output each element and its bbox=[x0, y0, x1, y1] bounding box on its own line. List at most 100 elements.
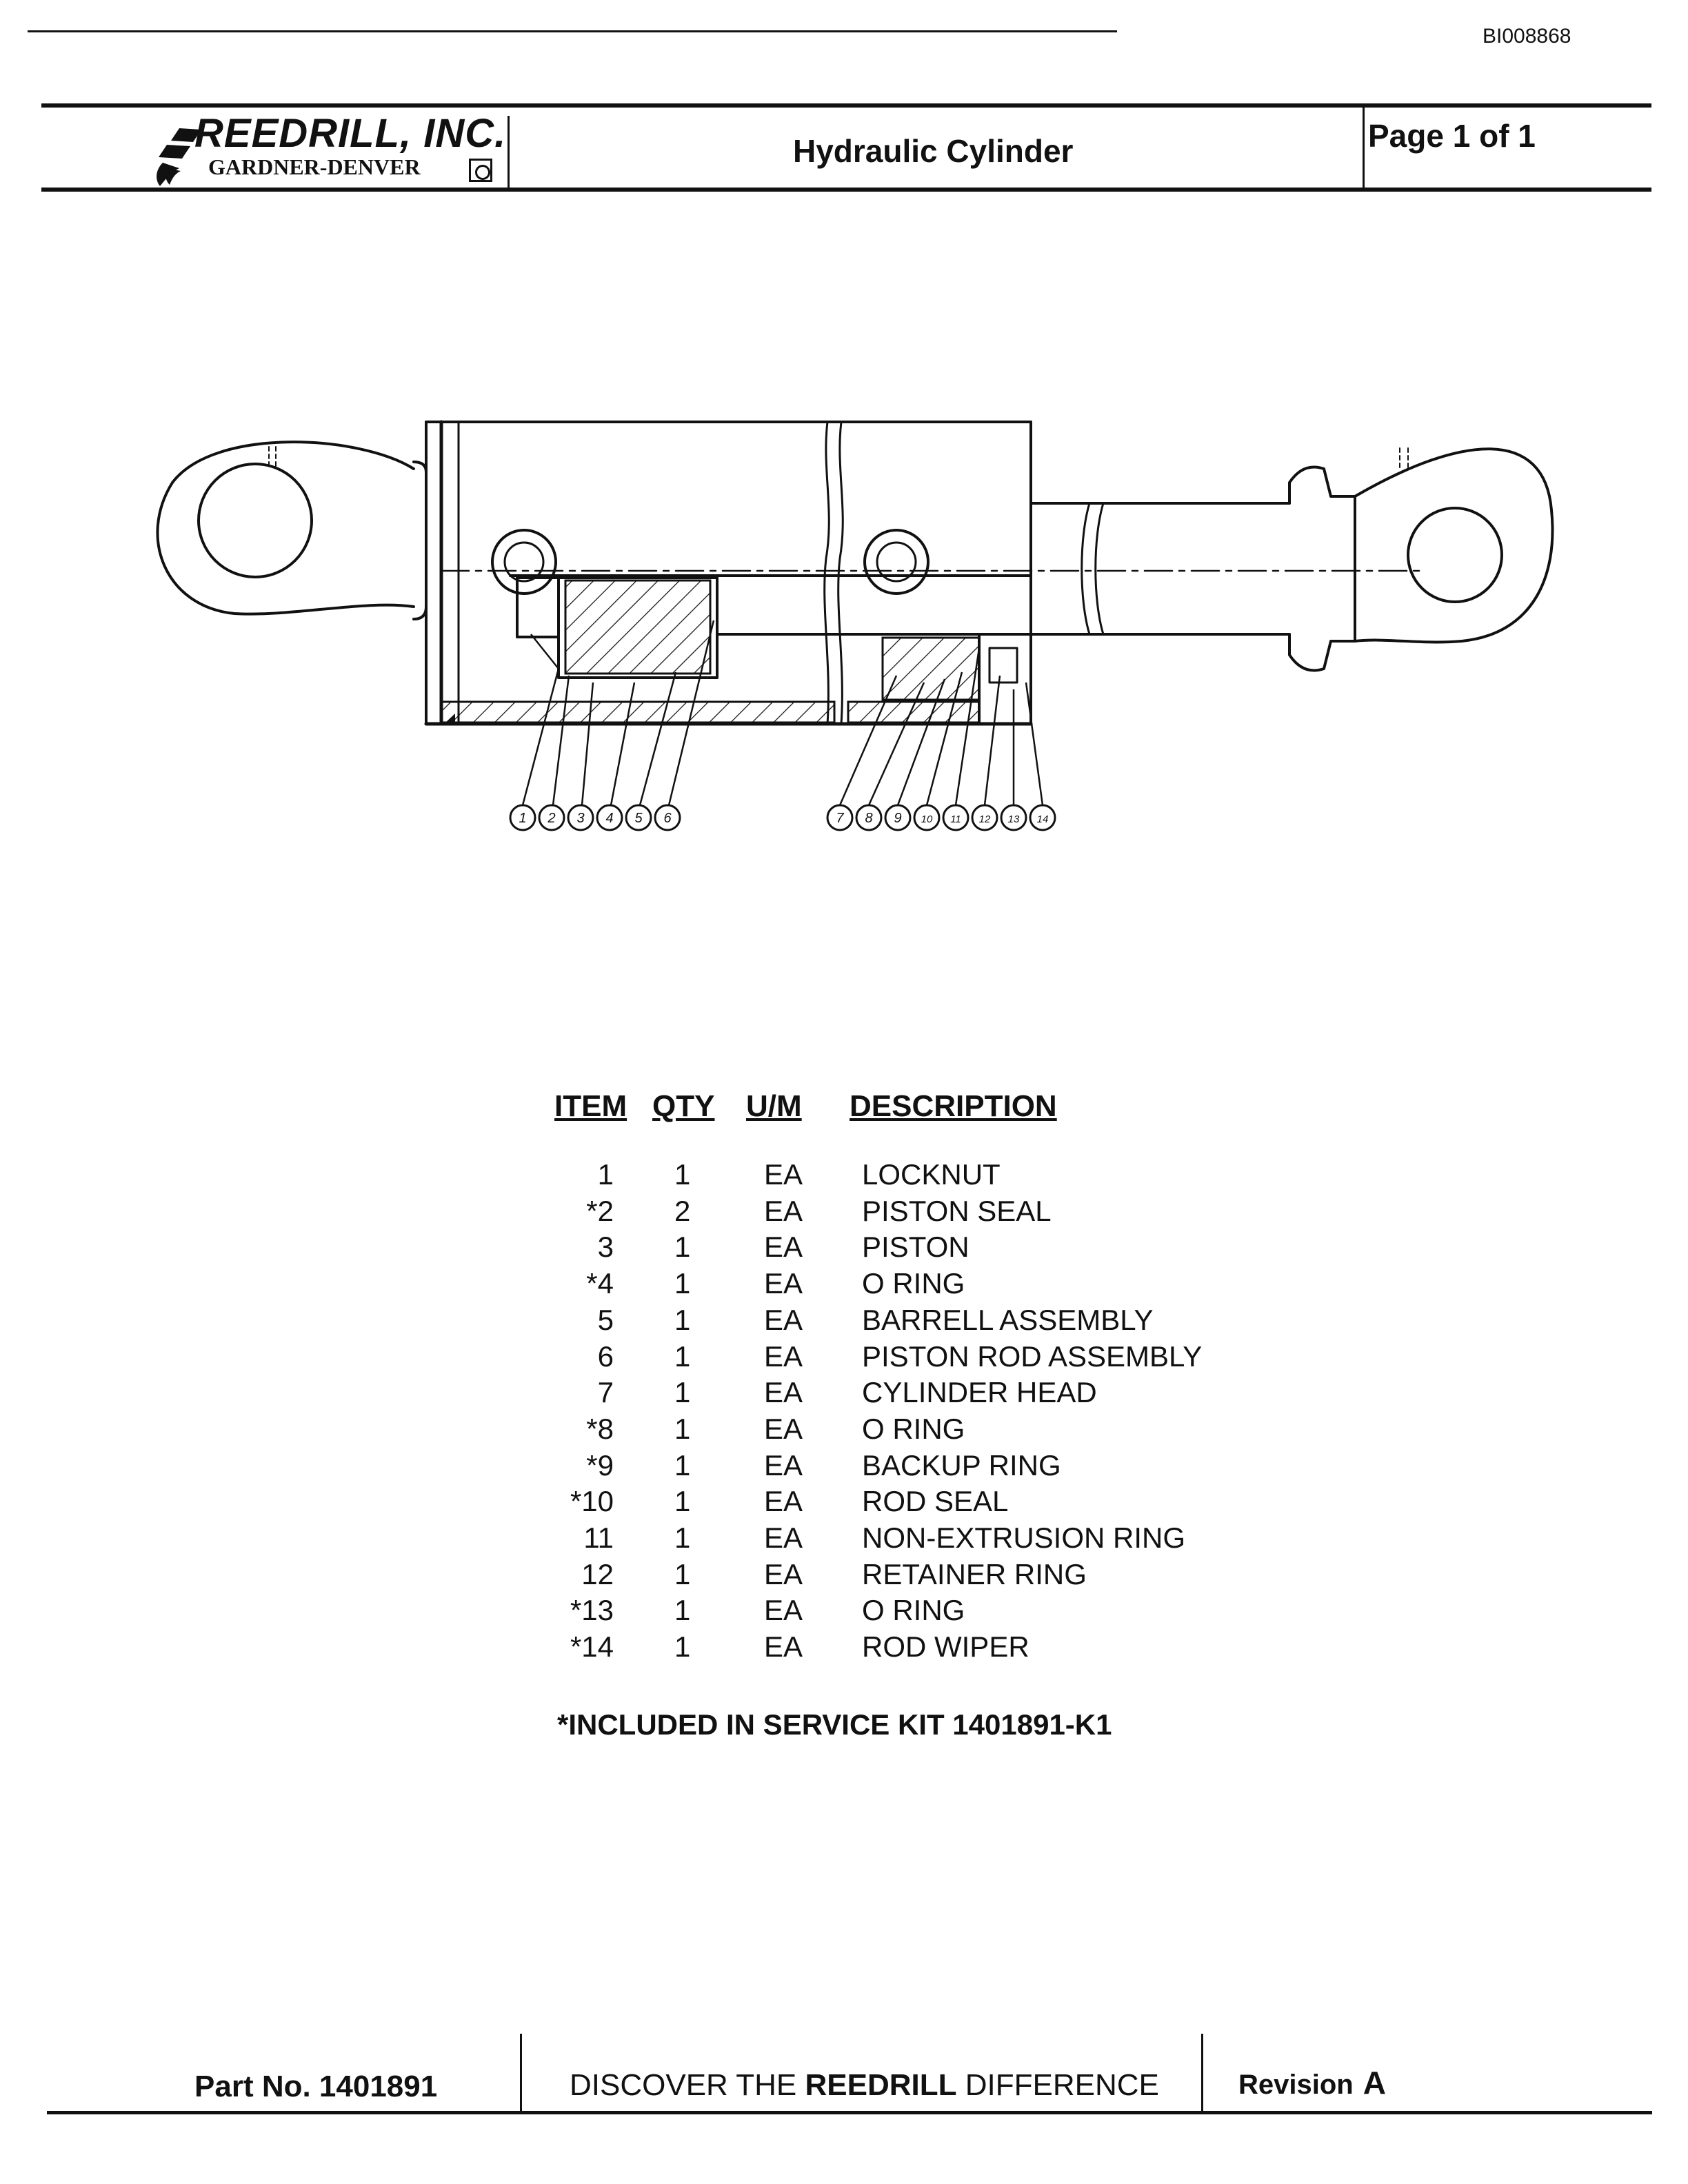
table-row: *4 1 EA O RING bbox=[552, 1267, 1310, 1303]
callout-balloon bbox=[884, 804, 912, 831]
callout-13: 13 bbox=[1000, 804, 1027, 831]
cell-um: EA bbox=[764, 1303, 803, 1336]
tagline-brand: REEDRILL bbox=[805, 2068, 957, 2102]
callout-balloon bbox=[1029, 804, 1056, 831]
document-title: Hydraulic Cylinder bbox=[793, 133, 1074, 169]
callout-label: 10 bbox=[921, 813, 933, 825]
column-header-qty: QTY bbox=[652, 1089, 715, 1123]
cell-qty: 1 bbox=[674, 1485, 691, 1518]
top-rule bbox=[28, 30, 1117, 32]
table-row: *8 1 EA O RING bbox=[552, 1413, 1310, 1448]
footer: Part No. 1401891 DISCOVER THE REEDRILL D… bbox=[47, 2034, 1652, 2123]
revision-label: Revision bbox=[1238, 2070, 1354, 2100]
cell-qty: 1 bbox=[674, 1267, 691, 1300]
column-header-description: DESCRIPTION bbox=[850, 1089, 1057, 1123]
callout-7: 7 bbox=[826, 804, 854, 831]
cell-item: 12 bbox=[581, 1557, 614, 1590]
cell-um: EA bbox=[764, 1231, 803, 1264]
cell-item: *9 bbox=[586, 1448, 614, 1482]
table-row: *10 1 EA ROD SEAL bbox=[552, 1485, 1310, 1521]
callout-balloon bbox=[538, 804, 565, 831]
cell-description: PISTON SEAL bbox=[862, 1194, 1052, 1227]
callout-label: 5 bbox=[634, 811, 643, 826]
cell-um: EA bbox=[764, 1485, 803, 1518]
cell-um: EA bbox=[764, 1339, 803, 1373]
callout-12: 12 bbox=[971, 804, 998, 831]
callout-2: 2 bbox=[538, 804, 565, 831]
cell-qty: 1 bbox=[674, 1412, 691, 1445]
column-header-item: ITEM bbox=[554, 1089, 627, 1123]
callout-label: 12 bbox=[979, 813, 991, 825]
cell-description: PISTON ROD ASSEMBLY bbox=[862, 1339, 1203, 1373]
cell-qty: 1 bbox=[674, 1376, 691, 1409]
cell-qty: 1 bbox=[674, 1158, 691, 1191]
header-bottom-rule bbox=[41, 188, 1651, 192]
cell-um: EA bbox=[764, 1412, 803, 1445]
cell-qty: 1 bbox=[674, 1303, 691, 1336]
callout-label: 3 bbox=[576, 811, 584, 826]
cell-description: BACKUP RING bbox=[862, 1448, 1061, 1482]
callout-1: 1 bbox=[509, 804, 536, 831]
cell-um: EA bbox=[764, 1630, 803, 1664]
parent-company-badge-icon bbox=[469, 159, 492, 182]
company-name: REEDRILL, INC. bbox=[194, 111, 507, 156]
callout-label: 1 bbox=[519, 811, 526, 826]
cell-um: EA bbox=[764, 1194, 803, 1227]
callout-label: 11 bbox=[950, 813, 961, 825]
cell-item: 11 bbox=[583, 1521, 614, 1554]
callout-label: 7 bbox=[836, 811, 844, 826]
cell-qty: 1 bbox=[674, 1339, 691, 1373]
callout-14: 14 bbox=[1029, 804, 1056, 831]
cell-description: O RING bbox=[862, 1412, 965, 1445]
parent-company-name: GARDNER-DENVER bbox=[208, 154, 421, 179]
callout-balloon bbox=[567, 804, 594, 831]
left-clevis-eye bbox=[156, 441, 415, 616]
cell-qty: 1 bbox=[674, 1557, 691, 1590]
revision-value: A bbox=[1363, 2065, 1386, 2101]
right-clevis-eye bbox=[1354, 447, 1554, 644]
cell-item: 5 bbox=[597, 1303, 614, 1336]
service-kit-note: *INCLUDED IN SERVICE KIT 1401891-K1 bbox=[557, 1708, 1112, 1741]
callout-10: 10 bbox=[913, 804, 941, 831]
cell-description: CYLINDER HEAD bbox=[862, 1376, 1097, 1409]
cell-um: EA bbox=[764, 1158, 803, 1191]
cell-description: O RING bbox=[862, 1267, 965, 1300]
cell-um: EA bbox=[764, 1267, 803, 1300]
footer-tagline: DISCOVER THE REEDRILL DIFFERENCE bbox=[570, 2068, 1159, 2103]
cell-qty: 1 bbox=[674, 1521, 691, 1554]
callout-6: 6 bbox=[654, 804, 681, 831]
cell-description: ROD SEAL bbox=[862, 1485, 1009, 1518]
callout-balloon bbox=[826, 804, 854, 831]
cell-description: BARRELL ASSEMBLY bbox=[862, 1303, 1154, 1336]
cell-description: PISTON bbox=[862, 1231, 969, 1264]
cell-um: EA bbox=[764, 1376, 803, 1409]
callout-balloon bbox=[596, 804, 623, 831]
part-number: Part No. 1401891 bbox=[194, 2070, 438, 2103]
cell-item: *8 bbox=[586, 1412, 614, 1445]
cell-um: EA bbox=[764, 1594, 803, 1627]
cell-item: 1 bbox=[597, 1158, 614, 1191]
header-divider-left bbox=[508, 116, 510, 188]
cell-item: *4 bbox=[586, 1267, 614, 1300]
callout-8: 8 bbox=[855, 804, 883, 831]
cell-description: ROD WIPER bbox=[862, 1630, 1029, 1664]
reedrill-swirl-icon bbox=[157, 128, 201, 186]
cell-item: *2 bbox=[586, 1194, 614, 1227]
column-header-um: U/M bbox=[746, 1089, 802, 1123]
header-divider-right bbox=[1363, 105, 1365, 188]
right-eye-bore bbox=[1407, 507, 1503, 603]
callout-balloon bbox=[855, 804, 883, 831]
callout-label: 8 bbox=[865, 811, 872, 826]
cell-item: *13 bbox=[570, 1594, 614, 1627]
footer-divider-left bbox=[520, 2034, 522, 2111]
cell-item: *10 bbox=[570, 1485, 614, 1518]
